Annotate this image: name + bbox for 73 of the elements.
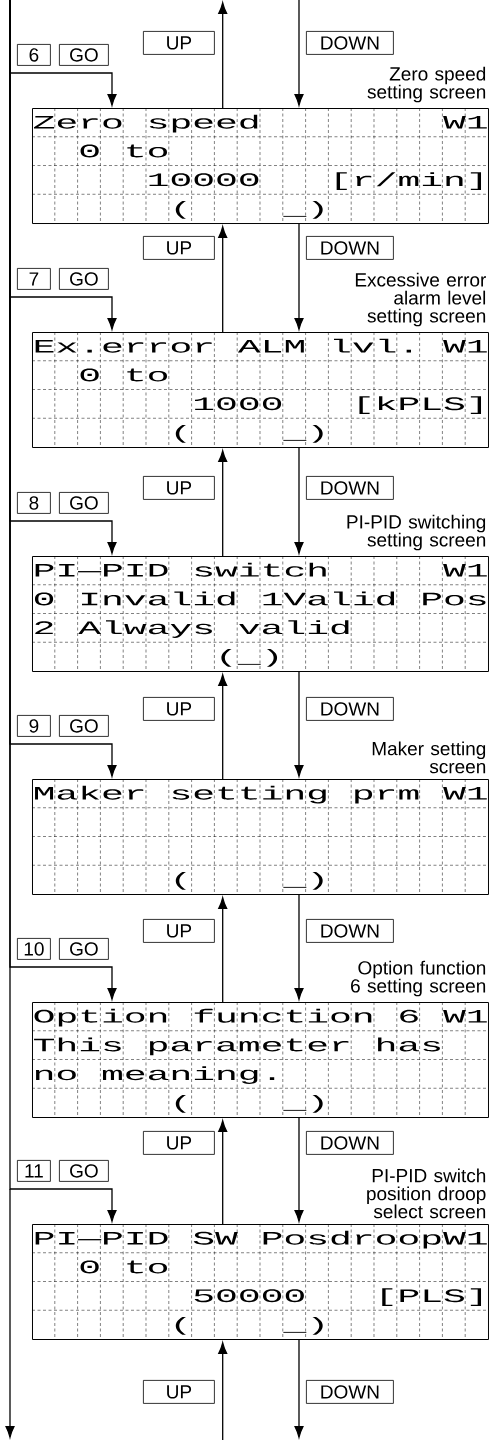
key-box: UP [143,31,215,55]
node-label: ( [175,201,186,219]
node-label: 0 to [80,1260,167,1274]
node-label: (_) [221,648,278,667]
node-label: W1 [443,786,487,800]
node-label: PI—PID SW PosdroopW1 [35,1230,487,1249]
node-label: This parameter has [34,1037,440,1056]
key-box: GO [59,44,109,66]
screen-caption: Maker setting screen [372,741,486,774]
node-label: ( [175,1316,186,1335]
screen-caption: Excessive error alarm level setting screen [355,272,486,327]
node-label: [r/min] [336,172,482,190]
lcd-screen: PI—PID switch W1 0 Invalid 1Valid Pos 2 Always valid (_) [31,555,489,672]
screen-caption: PI-PID switch position droop select screen [367,1168,486,1219]
node-label: 1000 [194,397,282,411]
node-label: Option function 6 [34,1008,418,1027]
key-box: UP [143,476,215,500]
key-box: 11 [17,1160,51,1182]
key-box: UP [143,1131,215,1155]
key-box: DOWN [306,919,394,943]
key-box: 7 [17,268,51,290]
key-box: GO [59,492,109,514]
node-label: W1 [443,116,487,129]
lcd-screen: Option function 6 W1 This parameter has no meaning. ( _) [31,1001,489,1118]
node-label: Ex.error ALM lvl. [35,338,412,353]
node-label: _) [283,201,323,219]
node-label: no meaning. [35,1066,275,1084]
key-box: DOWN [306,236,394,260]
screen-caption: Zero speed setting screen [367,66,486,103]
screen-caption: PI-PID switching setting screen [347,514,486,551]
key-box: 6 [17,44,51,66]
key-box: GO [59,715,109,737]
node-label: W1 [443,1009,487,1023]
node-label: _) [283,424,323,443]
key-box: UP [143,1380,215,1404]
key-box: DOWN [306,31,394,55]
node-label: ( [175,871,186,890]
node-label: Zero speed [34,114,258,133]
key-box: GO [59,1160,109,1182]
node-label: [kPLS] [359,396,482,414]
lcd-screen: Zero speed W1 0 to 10000 [r/min] ( _) [31,107,489,224]
lcd-screen: Maker setting prm W1 ( _) [31,778,489,895]
node-label: _) [283,871,323,890]
node-label: ( [175,1094,186,1113]
node-label: 10000 [149,173,259,187]
key-box: DOWN [306,697,394,721]
key-box: UP [143,236,215,260]
node-label: 0 Invalid 1Valid Pos [34,591,486,606]
key-box: GO [59,938,109,960]
key-box: DOWN [306,476,394,500]
key-box: GO [59,268,109,290]
node-label: 50000 [194,1289,304,1303]
key-box: 10 [17,938,51,960]
node-label: 2 Always valid [35,620,349,638]
node-label: _) [283,1094,323,1113]
node-label: [PLS] [382,1288,482,1306]
key-box: 8 [17,492,51,514]
screen-caption: Option function 6 setting screen [351,960,486,997]
node-label: 0 to [80,368,167,382]
key-box: UP [143,919,215,943]
node-label: PI—PID switch [35,562,326,577]
key-box: UP [143,697,215,721]
node-label: ( [175,424,186,443]
node-label: W1 [443,340,487,353]
key-box: 9 [17,715,51,737]
lcd-screen: Ex.error ALM lvl. W1 0 to 1000 [kPLS] ( _) [31,331,489,448]
node-label: 0 to [80,144,167,158]
node-label: W1 [443,564,487,577]
key-box: DOWN [306,1380,394,1404]
node-label: Maker setting prm [35,785,419,804]
lcd-screen: PI—PID SW PosdroopW1 0 to 50000 [PLS] ( _) [31,1223,489,1340]
key-box: DOWN [306,1131,394,1155]
node-label: _) [283,1316,323,1335]
